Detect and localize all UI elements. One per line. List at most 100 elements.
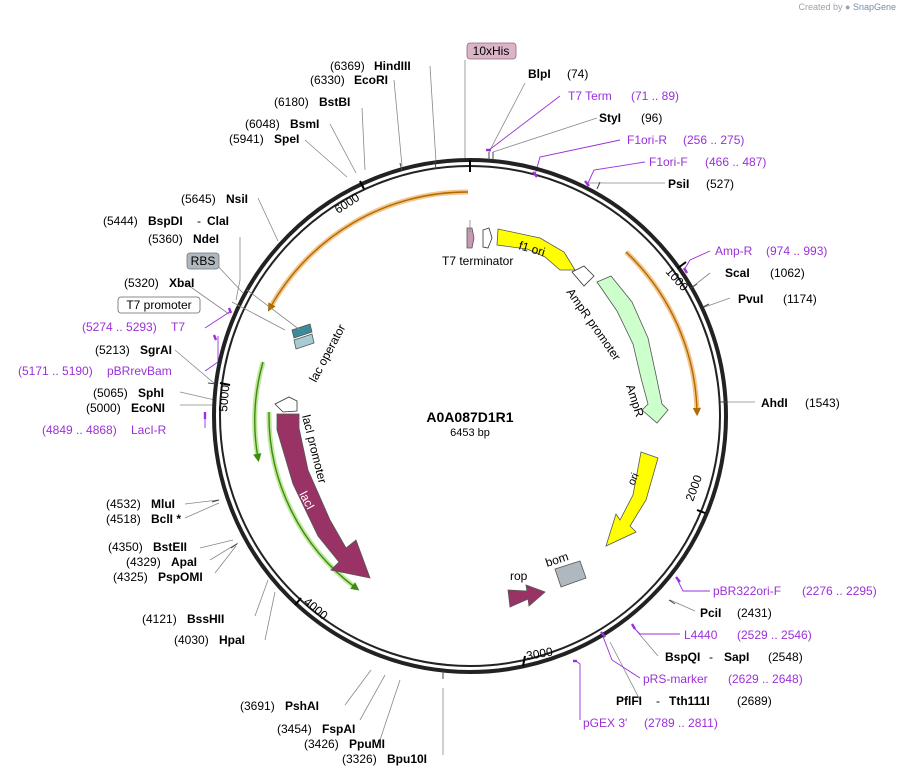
primer-f1ori-f-pos: (466 .. 487) — [705, 155, 766, 169]
t7-promoter-box — [117, 296, 201, 314]
enzyme-bstbi-pos: (6180) — [274, 95, 309, 109]
enzyme-scai-pos: (1062) — [770, 266, 805, 280]
rbs-label: RBS — [191, 254, 216, 268]
enzyme-pshai: PshAI — [285, 699, 319, 713]
primer-l4440: L4440 — [684, 628, 718, 642]
primer-f1ori-r-pos: (256 .. 275) — [683, 133, 744, 147]
orf-arc-top — [267, 191, 469, 312]
primer-t7-pos: (5274 .. 5293) — [82, 320, 157, 334]
enzyme-pvui: PvuI — [738, 292, 763, 306]
enzyme-ecori-pos: (6330) — [310, 73, 345, 87]
enzyme-ppumi-pos: (3426) — [304, 737, 339, 751]
enzyme-hpai-pos: (4030) — [174, 633, 209, 647]
tick-label-2000: 2000 — [683, 473, 705, 503]
enzyme-spei-pos: (5941) — [229, 132, 264, 146]
primer-l4440-pos: (2529 .. 2546) — [737, 628, 812, 642]
enzyme-pvui-pos: (1174) — [783, 292, 817, 306]
orf-arc-left — [253, 361, 264, 463]
rop-feature — [507, 584, 546, 608]
ampr-promoter-feature — [571, 265, 595, 287]
enzyme-psii-pos: (527) — [706, 177, 734, 191]
primer-amp-r-pos: (974 .. 993) — [766, 244, 827, 258]
primer-pgex3-pos: (2789 .. 2811) — [644, 716, 718, 730]
enzyme-pspomi-pos: (4325) — [113, 570, 148, 584]
enzyme-hindiii-pos: (6369) — [330, 59, 365, 73]
t7-terminator-label: T7 terminator — [442, 254, 513, 268]
primer-pbrrevbam: pBRrevBam — [107, 364, 172, 378]
enzyme-pflfi: PflFI — [616, 694, 642, 708]
laci-feature — [276, 413, 371, 579]
enzyme-bsteii: BstEII — [153, 540, 187, 554]
credit-brand: SnapGene — [852, 2, 896, 12]
enzyme-psii: PsiI — [668, 177, 689, 191]
small-promoter-feature — [482, 227, 493, 249]
primer-t7term-pos: (71 .. 89) — [631, 89, 679, 103]
enzyme-hindiii: HindIII — [374, 59, 411, 73]
primer-prs-marker: pRS-marker — [643, 672, 708, 686]
primer-pgex3: pGEX 3' — [583, 716, 627, 730]
enzyme-bsmi: BsmI — [290, 117, 319, 131]
primer-laci-r-pos: (4849 .. 4868) — [42, 423, 117, 437]
enzyme-pcii: PciI — [700, 606, 721, 620]
tick-label-5000: 5000 — [216, 384, 232, 412]
enzyme-sapi: SapI — [724, 650, 749, 664]
enzyme-styi-pos: (96) — [641, 111, 662, 125]
plasmid-size: 6453 bp — [450, 427, 490, 439]
enzyme-apai: ApaI — [171, 555, 197, 569]
lac-operator-label: lac operator — [306, 322, 348, 385]
rop-label: rop — [510, 569, 528, 583]
enzyme-bpu10i-pos: (3326) — [342, 752, 377, 766]
enzyme-bspqi-pos: (2548) — [768, 650, 803, 664]
enzyme-sphi: SphI — [138, 386, 164, 400]
primer-amp-r: Amp-R — [715, 244, 753, 258]
enzyme-ecori: EcoRI — [354, 73, 388, 87]
enzyme-nsii-pos: (5645) — [181, 192, 216, 206]
enzyme-spei: SpeI — [274, 132, 299, 146]
t7-terminator-feature — [466, 227, 475, 249]
enzyme-pshai-pos: (3691) — [240, 699, 275, 713]
enzyme-nsii: NsiI — [226, 192, 248, 206]
primer-pbrrevbam-pos: (5171 .. 5190) — [18, 364, 93, 378]
enzyme-fspai: FspAI — [322, 722, 355, 736]
enzyme-styi: StyI — [599, 111, 621, 125]
ori-label: ori — [626, 471, 642, 487]
enzyme-hpai: HpaI — [219, 633, 245, 647]
enzyme-ppumi: PpuMI — [349, 737, 385, 751]
laci-promoter-feature — [274, 396, 298, 413]
enzyme-sphi-pos: (5065) — [93, 386, 128, 400]
enzyme-ahdi-pos: (1543) — [805, 396, 840, 410]
enzyme-pspomi: PspOMI — [158, 570, 203, 584]
lac-operator-feature — [291, 323, 313, 339]
enzyme-xbai: XbaI — [169, 276, 194, 290]
site-marks — [207, 152, 728, 679]
bom-feature — [554, 560, 587, 588]
primer-marks — [203, 148, 689, 663]
primer-pbr322ori-f-pos: (2276 .. 2295) — [802, 584, 877, 598]
his-tag-label: 10xHis — [473, 44, 510, 58]
enzyme-bsmi-pos: (6048) — [245, 117, 280, 131]
enzyme-bcli-pos: (4518) — [106, 512, 141, 526]
ampr-feature — [596, 275, 669, 424]
enzyme-bsshii: BssHII — [187, 612, 224, 626]
enzyme-scai: ScaI — [725, 266, 750, 280]
enzyme-fspai-pos: (3454) — [277, 722, 312, 736]
enzyme-bpu10i: Bpu10I — [387, 752, 427, 766]
enzyme-sep-3: - — [197, 214, 201, 228]
primer-prs-marker-pos: (2629 .. 2648) — [728, 672, 803, 686]
lac-operator-feature-2 — [293, 333, 315, 350]
primer-f1ori-f: F1ori-F — [649, 155, 688, 169]
his-tag-box — [466, 42, 517, 60]
enzyme-tth111i: Tth111I — [669, 694, 710, 708]
scale-ticks — [219, 180, 706, 667]
rbs-box — [186, 252, 220, 270]
t7-promoter-leader — [246, 289, 301, 331]
snapgene-credit: Created by ● SnapGene — [798, 2, 896, 12]
enzyme-sep-2: - — [656, 694, 660, 708]
enzyme-bspqi: BspQI — [665, 650, 700, 664]
primer-laci-r: LacI-R — [131, 423, 167, 437]
rbs-leader — [231, 301, 286, 331]
enzyme-bcli: BclI * — [151, 512, 181, 526]
enzyme-econi-pos: (5000) — [86, 401, 121, 415]
enzyme-ndei: NdeI — [193, 232, 219, 246]
primer-t7term: T7 Term — [568, 89, 612, 103]
